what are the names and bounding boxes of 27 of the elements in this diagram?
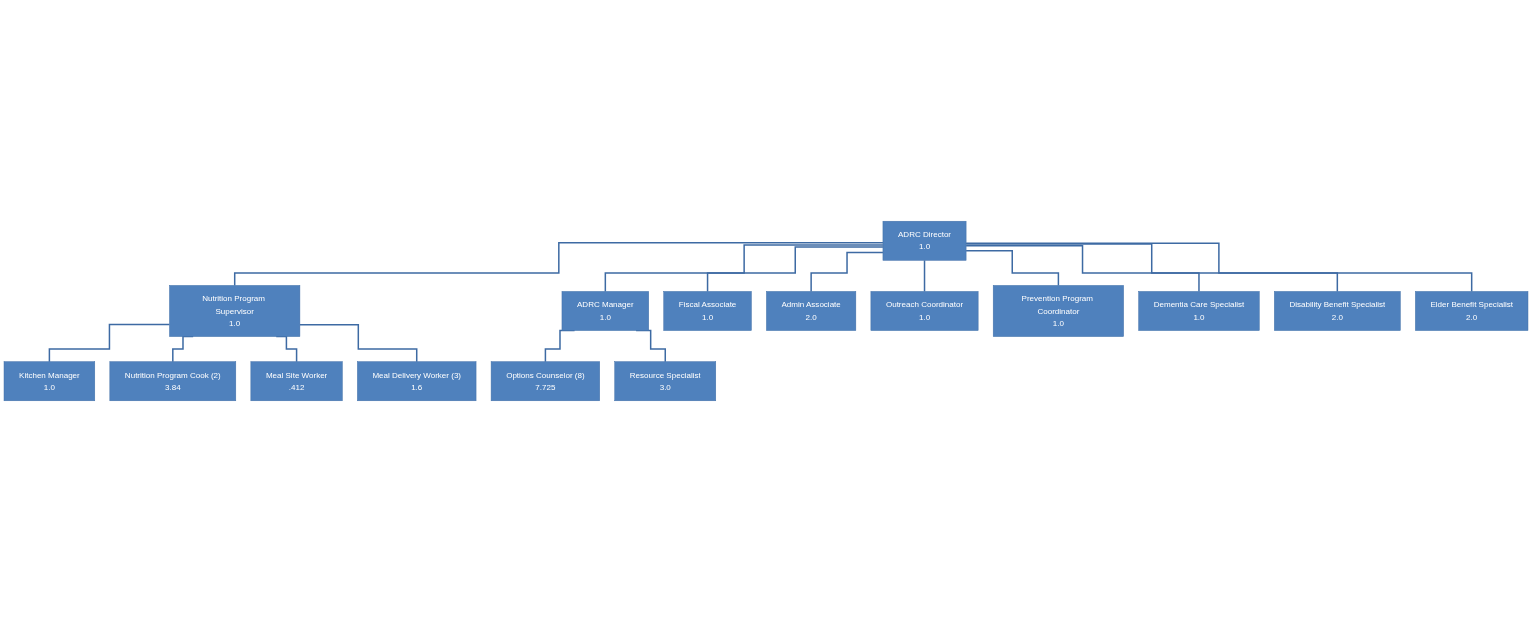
node-box: Nutrition Program Supervisor 1.0 [169,285,301,337]
connector [965,243,1339,293]
connector [299,323,418,363]
node-box: Meal Site Worker .412 [250,361,343,402]
connector [233,241,884,287]
node-box: Nutrition Program Cook (2) 3.84 [109,361,237,402]
node-box: Prevention Program Coordinator 1.0 [992,285,1124,337]
node-box: Kitchen Manager 1.0 [3,361,96,402]
node-box: ADRC Director 1.0 [882,220,967,261]
node-box: Admin Associate 2.0 [766,291,857,331]
node-box: Elder Benefit Specialist 2.0 [1415,291,1529,331]
node-box: Meal Delivery Worker (3) 1.6 [357,361,477,402]
connector [923,259,926,293]
node-box: Outreach Coordinator 1.0 [870,291,979,331]
node-box: Dementia Care Specialist 1.0 [1138,291,1260,331]
connector [965,250,1060,287]
connector [965,244,1200,293]
connector [604,244,884,293]
node-box: Fiscal Associate 1.0 [663,291,752,331]
connector [706,246,884,293]
node-box: ADRC Manager 1.0 [561,291,649,331]
node-box: Options Counselor (8) 7.725 [490,361,600,402]
connector [965,242,1473,293]
node-box: Disability Benefit Specialist 2.0 [1274,291,1401,331]
node-box: Resource Specialist 3.0 [614,361,716,402]
connector [48,323,171,363]
connector [810,251,884,293]
